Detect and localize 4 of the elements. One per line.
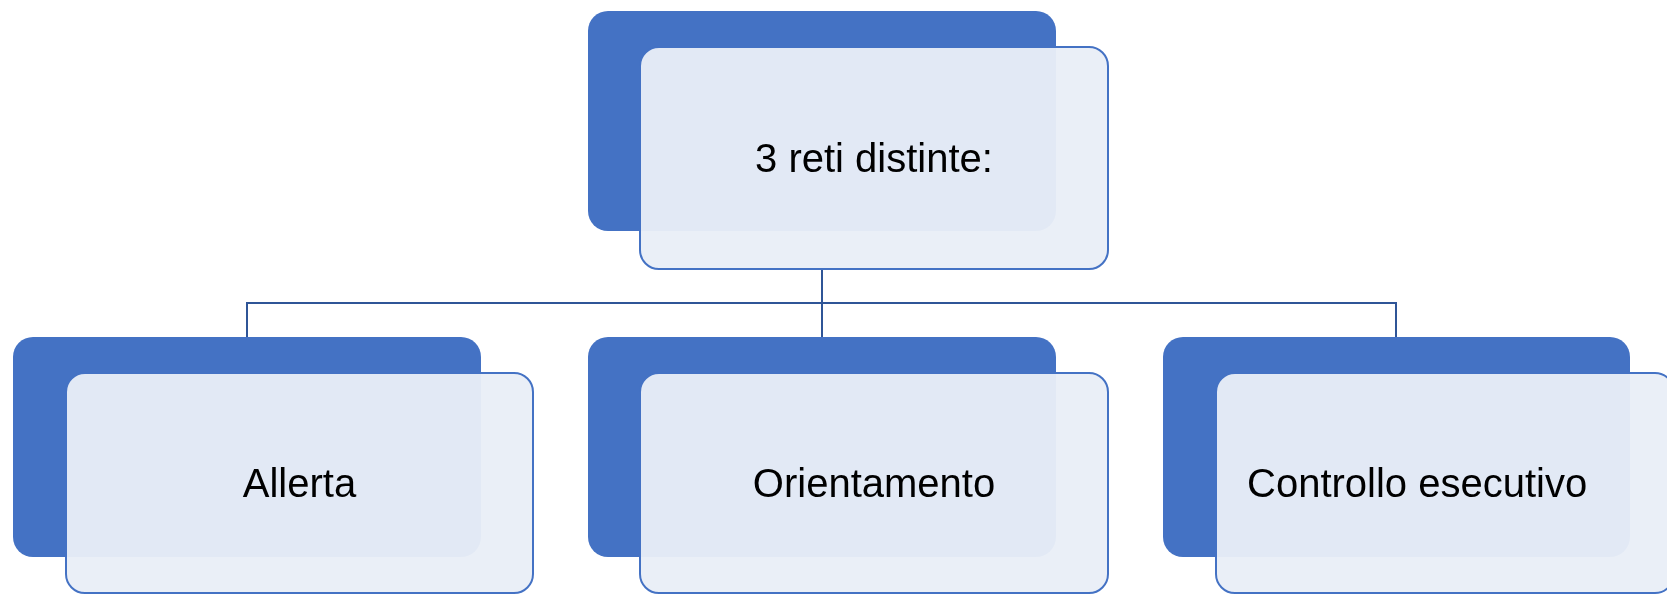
node-label: Controllo esecutivo [1247, 460, 1588, 506]
node-label: 3 reti distinte: [755, 135, 993, 181]
node-label: Allerta [242, 460, 357, 506]
node-label: Orientamento [752, 460, 996, 506]
